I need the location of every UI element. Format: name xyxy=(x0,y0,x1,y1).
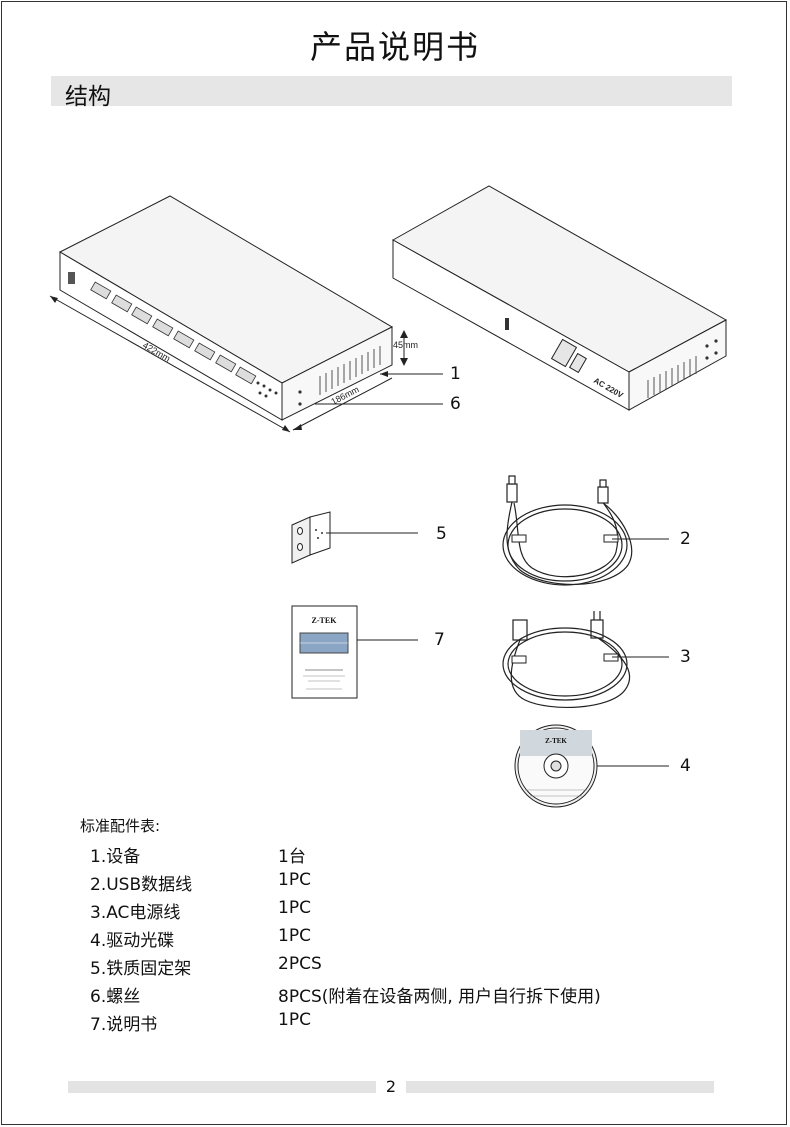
usb-cable xyxy=(502,475,669,586)
device-rear-view xyxy=(391,185,728,411)
accessories-heading: 标准配件表: xyxy=(80,817,161,835)
accessory-qty: 2PCS xyxy=(278,954,322,974)
accessory-name: 4.驱动光碟 xyxy=(90,931,175,951)
accessory-name: 1.设备 xyxy=(90,847,141,867)
callout-5: 5 xyxy=(436,524,447,544)
callout-7: 7 xyxy=(434,630,445,650)
accessory-qty: 1PC xyxy=(278,898,311,918)
mounting-bracket xyxy=(291,511,418,564)
accessory-qty: 1PC xyxy=(278,1010,311,1030)
accessory-name: 7.说明书 xyxy=(90,1015,158,1035)
accessory-qty: 1PC xyxy=(278,926,311,946)
ac-power-cord xyxy=(502,611,669,708)
callout-4: 4 xyxy=(680,756,691,776)
accessory-qty: 1台 xyxy=(278,847,306,867)
callout-6: 6 xyxy=(450,394,461,414)
section-header: 结构 xyxy=(51,76,732,110)
accessory-name: 5.铁质固定架 xyxy=(90,959,192,979)
manual-brand: Z-TEK xyxy=(312,616,338,625)
page-number: 2 xyxy=(376,1077,406,1097)
device-front-view xyxy=(49,195,443,433)
accessory-name: 2.USB数据线 xyxy=(90,875,193,895)
accessory-name: 6.螺丝 xyxy=(90,987,141,1007)
callout-2: 2 xyxy=(680,529,691,549)
callout-1: 1 xyxy=(450,364,461,384)
user-manual xyxy=(291,605,418,699)
cd-brand: Z-TEK xyxy=(545,737,567,745)
accessory-qty: 8PCS(附着在设备两侧, 用户自行拆下使用) xyxy=(278,987,601,1007)
callout-3: 3 xyxy=(680,647,691,667)
accessory-qty: 1PC xyxy=(278,870,311,890)
driver-cd xyxy=(514,724,669,808)
section-title: 结构 xyxy=(65,84,111,110)
accessory-name: 3.AC电源线 xyxy=(90,903,181,923)
page-title: 产品说明书 xyxy=(309,28,480,66)
structure-diagram: 45mm 422mm 186mm AC 220V xyxy=(49,185,728,808)
dim-height-label: 45mm xyxy=(393,340,418,350)
